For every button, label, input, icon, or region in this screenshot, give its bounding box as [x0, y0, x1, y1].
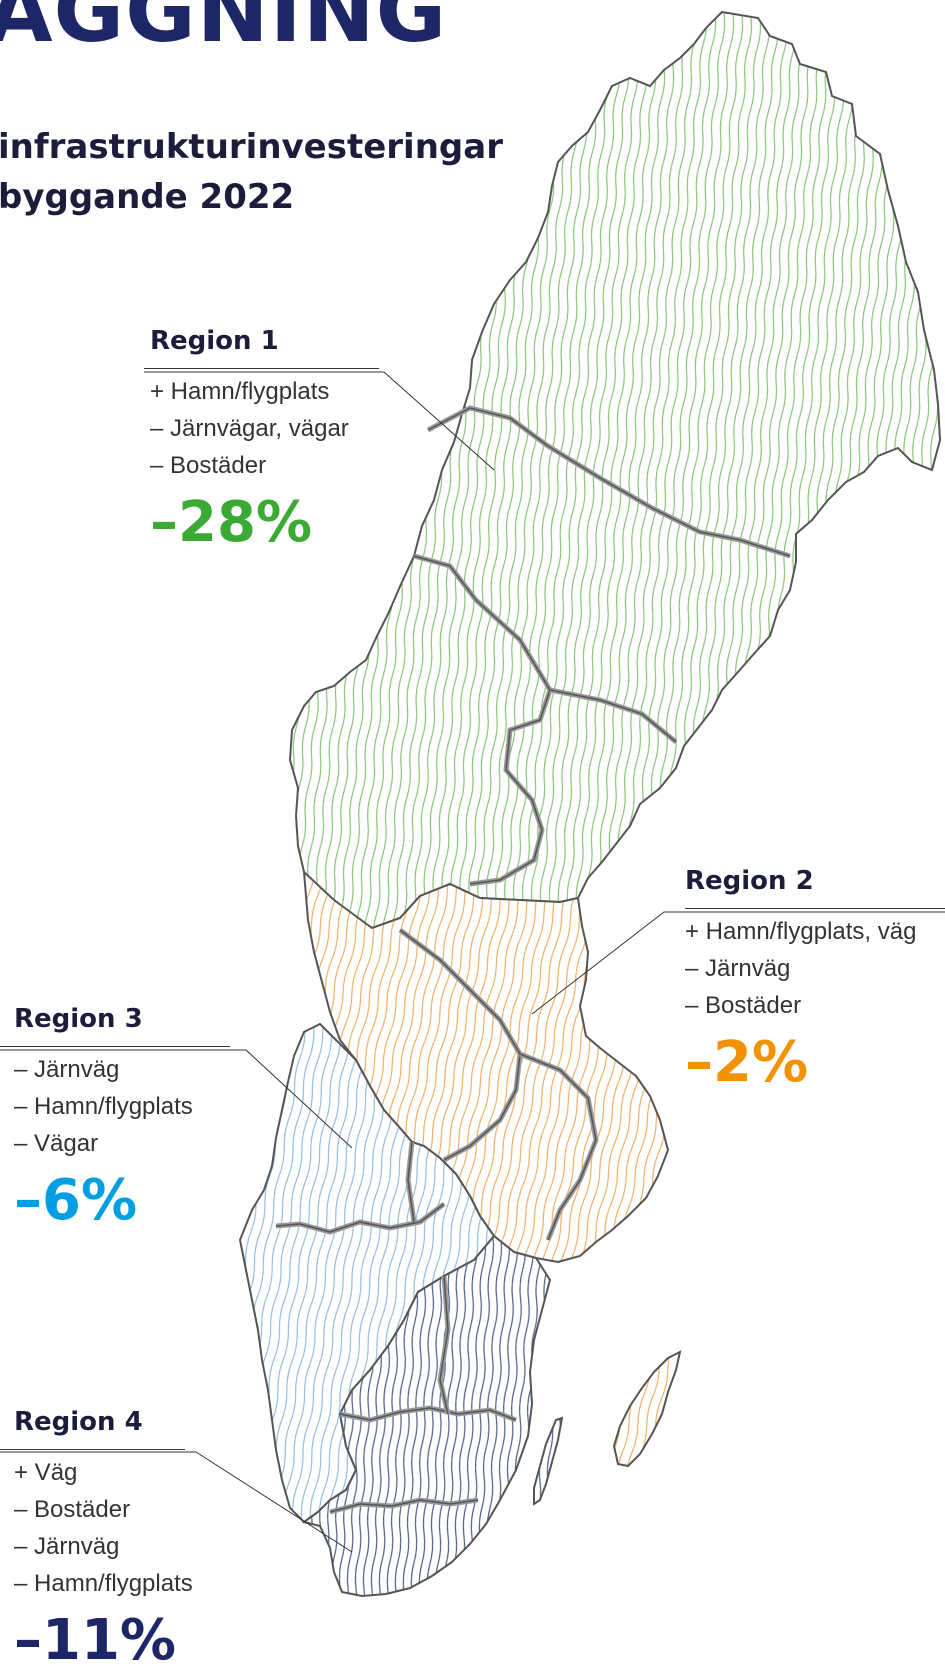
region-1-name: Region 1 — [150, 326, 279, 356]
region-4-items: + Väg – Bostäder – Järnväg – Hamn/flygpl… — [14, 1454, 193, 1602]
region-4-item: – Järnväg — [14, 1533, 120, 1560]
region-1-leader-line — [144, 371, 495, 471]
region-2-label: Region 2 + Hamn/flygplats, väg – Järnväg… — [685, 866, 945, 1095]
region-4-item: – Bostäder — [14, 1496, 131, 1523]
region-1-item: – Bostäder — [150, 452, 267, 479]
region-1-items: + Hamn/flygplats – Järnvägar, vägar – Bo… — [150, 373, 379, 484]
region-4-leader-line — [0, 1451, 353, 1553]
region-3-label: Region 3 – Järnväg – Hamn/flygplats – Vä… — [0, 1004, 230, 1233]
region-2-name: Region 2 — [685, 866, 814, 896]
region-3-item: – Järnväg — [14, 1056, 120, 1083]
region-4-item: – Hamn/flygplats — [14, 1570, 193, 1597]
region-2-items: + Hamn/flygplats, väg – Järnväg – Bostäd… — [685, 913, 945, 1024]
region-3-name: Region 3 — [14, 1004, 143, 1034]
region-2-item: – Bostäder — [685, 992, 802, 1019]
subtitle-line-1: infrastrukturinvesteringar — [0, 127, 503, 167]
region-3-item: – Vägar — [14, 1130, 99, 1157]
region-2-item: + Hamn/flygplats, väg — [685, 918, 917, 945]
region-3-change: –6% — [14, 1168, 138, 1233]
region-4-label: Region 4 + Väg – Bostäder – Järnväg – Ha… — [0, 1407, 193, 1673]
headline: AGGNING — [0, 0, 448, 62]
region-4-change: –11% — [14, 1608, 177, 1673]
region-3-leader-line — [0, 1049, 353, 1149]
region-3-items: – Järnväg – Hamn/flygplats – Vägar — [14, 1051, 230, 1162]
region-3-item: – Hamn/flygplats — [14, 1093, 193, 1120]
subtitle-line-2: byggande 2022 — [0, 177, 295, 217]
region-1-area — [288, 10, 942, 930]
region-1-label: Region 1 + Hamn/flygplats – Järnvägar, v… — [144, 326, 379, 555]
region-4-item: + Väg — [14, 1459, 78, 1486]
region-4-name: Region 4 — [14, 1407, 143, 1437]
region-1-item: – Järnvägar, vägar — [150, 415, 349, 442]
oland-island — [533, 1416, 564, 1506]
region-1-item: + Hamn/flygplats — [150, 378, 330, 405]
subtitle: infrastrukturinvesteringar byggande 2022 — [0, 122, 503, 222]
region-2-item: – Järnväg — [685, 955, 791, 982]
region-1-change: –28% — [150, 490, 313, 555]
region-2-change: –2% — [685, 1030, 809, 1095]
region-2-leader-line — [531, 911, 945, 1015]
gotland-island — [612, 1350, 682, 1468]
